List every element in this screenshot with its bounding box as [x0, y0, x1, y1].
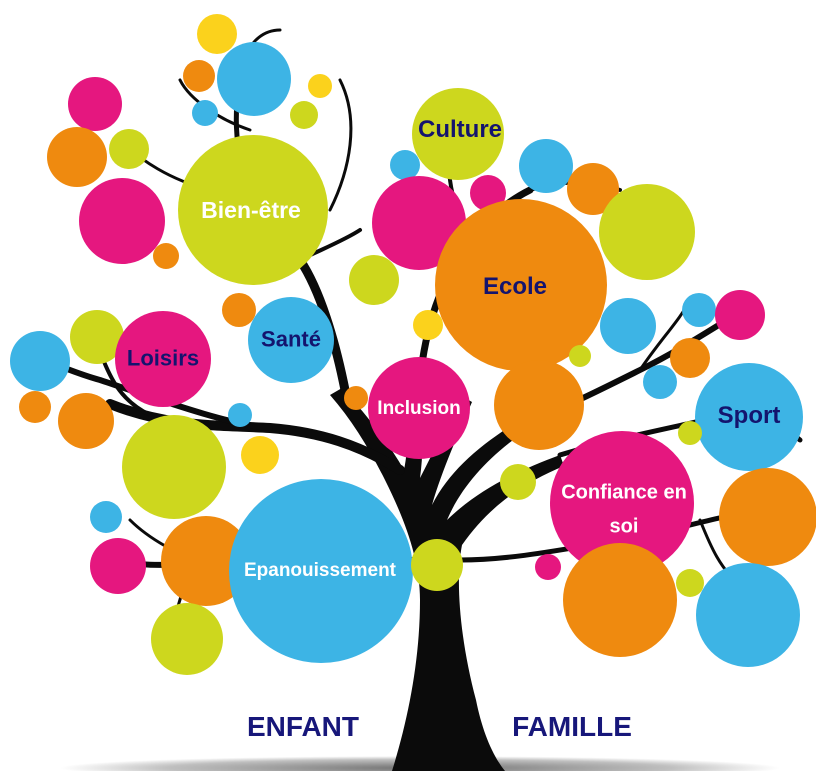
bubble [715, 290, 765, 340]
label-loisirs: Loisirs [126, 345, 200, 371]
label-culture: Culture [418, 116, 502, 144]
bubble [390, 150, 420, 180]
bubble [719, 468, 816, 566]
bubble [600, 298, 656, 354]
bubble-inclusion [368, 357, 470, 459]
bubble [58, 393, 114, 449]
bubble [567, 163, 619, 215]
bubble [222, 293, 256, 327]
label-confiance-line2: soi [609, 515, 639, 538]
bubble [563, 543, 677, 657]
bubble [599, 184, 695, 280]
bubble [122, 415, 226, 519]
bubble [678, 421, 702, 445]
label-bien-etre: Bien-être [201, 196, 301, 223]
bubble [413, 310, 443, 340]
bubble-confiance [550, 431, 694, 575]
bubble-sport [695, 363, 803, 471]
bubble [192, 100, 218, 126]
bubble [197, 14, 237, 54]
bubble [290, 101, 318, 129]
bubble [519, 139, 573, 193]
bubble [90, 501, 122, 533]
label-sport: Sport [717, 402, 781, 430]
bubble-sante [248, 297, 334, 383]
bubble-layer [10, 14, 816, 675]
bubble [151, 603, 223, 675]
ground-label-famille: FAMILLE [512, 711, 632, 742]
label-inclusion: Inclusion [377, 398, 461, 420]
bubble [109, 129, 149, 169]
bubble [241, 436, 279, 474]
bubble [19, 391, 51, 423]
bubble-culture [412, 88, 504, 180]
label-ecole: Ecole [482, 273, 548, 301]
bubble-loisirs [115, 311, 211, 407]
ground-label-enfant: ENFANT [247, 711, 359, 742]
bubble [372, 176, 466, 270]
bubble [153, 243, 179, 269]
bubble [643, 365, 677, 399]
label-sante: Santé [261, 326, 321, 352]
bubble [161, 516, 251, 606]
bubble [90, 538, 146, 594]
bubble-ecole [435, 199, 607, 371]
bubble-epanouissement [229, 479, 413, 663]
bubble [682, 293, 716, 327]
bubble [228, 403, 252, 427]
bubble [676, 569, 704, 597]
bubble [47, 127, 107, 187]
bubble [70, 310, 124, 364]
label-epanouissement: Epanouissement [243, 560, 397, 582]
bubble [535, 554, 561, 580]
bubble [569, 345, 591, 367]
bubble [470, 175, 506, 211]
bubble [183, 60, 215, 92]
bubble [79, 178, 165, 264]
label-confiance-line1: Confiance en [561, 481, 687, 504]
bubble [696, 563, 800, 667]
bubble [68, 77, 122, 131]
bubble [10, 331, 70, 391]
bubble [411, 539, 463, 591]
bubble [308, 74, 332, 98]
bubble [344, 386, 368, 410]
bubble [500, 464, 536, 500]
bubble [349, 255, 399, 305]
bubble [670, 338, 710, 378]
bubble-bien-etre [178, 135, 328, 285]
bubble [217, 42, 291, 116]
bubble [494, 360, 584, 450]
